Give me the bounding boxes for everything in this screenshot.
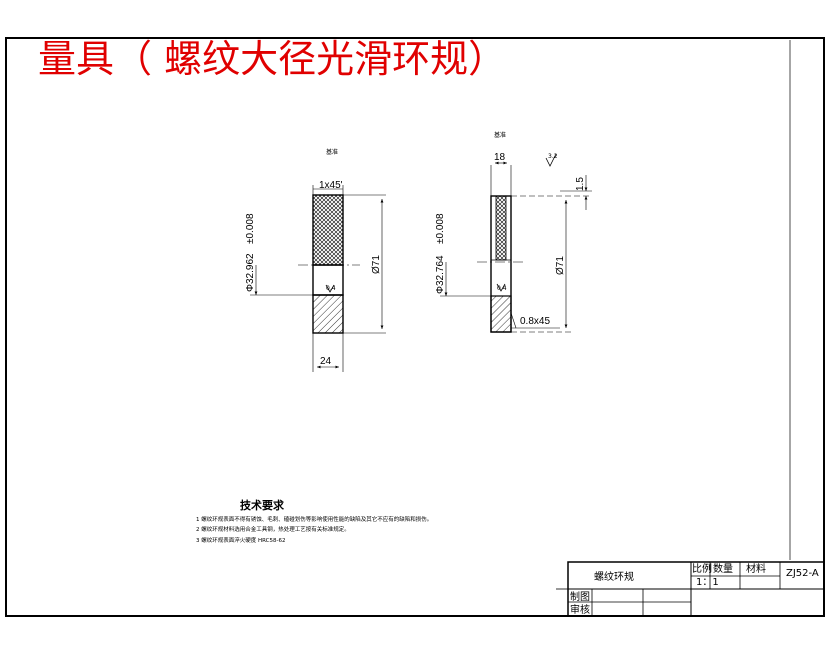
view1-outer-dia: Ø71 (371, 255, 382, 274)
view2-chamfer: 0.8x45 (520, 316, 550, 327)
title-block: 螺纹环规 比例 数量 材料 ZJ52-A 1：1 制图 审核 (556, 561, 825, 617)
view2-roughness: 0.4 (497, 285, 507, 292)
view2-roughness-mark: 3.2 (548, 153, 558, 160)
view1-chamfer: 1x45' (319, 180, 343, 191)
view-1: 基准 0.4 1x45' Φ32.962 ±0.008 Ø71 24 (245, 148, 386, 372)
technical-notes: 技术要求 1 螺纹环规表面不得有锈蚀、毛刺、磕碰划伤等影响使用性能的缺陷及其它不… (196, 498, 432, 544)
view1-label: 基准 (326, 148, 338, 156)
view2-label: 基准 (494, 131, 506, 139)
view2-outer-dia: Ø71 (555, 256, 566, 275)
material-label: 材料 (746, 562, 766, 575)
part-name: 螺纹环规 (594, 570, 634, 583)
scale-label: 比例 (692, 562, 712, 575)
view2-thread-zone (495, 195, 507, 261)
drawing-title: 量具（ 螺纹大径光滑环规） (38, 37, 506, 81)
view1-roughness-icon (325, 284, 335, 293)
view2-roughness-icon (496, 283, 506, 292)
view2-dia-tol: ±0.008 (435, 213, 446, 244)
view1-width: 24 (320, 356, 332, 367)
scale-value: 1：1 (696, 577, 719, 588)
view1-roughness: 0.4 (326, 285, 336, 292)
view2-dia: Φ32.764 (435, 255, 446, 294)
view1-upper-section (312, 194, 344, 266)
view1-dia: Φ32.962 (245, 253, 256, 292)
checked-label: 审核 (570, 603, 590, 616)
view2-step: 1.5 (575, 177, 586, 191)
notes-title: 技术要求 (240, 498, 285, 512)
qty-label: 数量 (713, 562, 733, 575)
sheet-border (5, 37, 825, 617)
drawn-label: 制图 (570, 590, 590, 603)
view2-width: 18 (494, 152, 506, 163)
view1-dia-tol: ±0.008 (245, 213, 256, 244)
note-3: 3 螺纹环规表面淬火硬度 HRC58-62 (196, 536, 286, 544)
note-2: 2 螺纹环规材料选用合金工具钢，热处理工艺按有关标准规定。 (196, 525, 350, 533)
view-2: 基准 0.4 18 3.2 1.5 Ø71 0.8x45 (435, 131, 592, 333)
view2-lower-section (490, 295, 512, 333)
drawing-code: ZJ52-A (786, 568, 819, 579)
view1-lower-section (312, 294, 344, 334)
view2-roughness-mark-icon (545, 153, 557, 167)
note-1: 1 螺纹环规表面不得有锈蚀、毛刺、磕碰划伤等影响使用性能的缺陷及其它不应有的缺陷… (196, 515, 432, 523)
